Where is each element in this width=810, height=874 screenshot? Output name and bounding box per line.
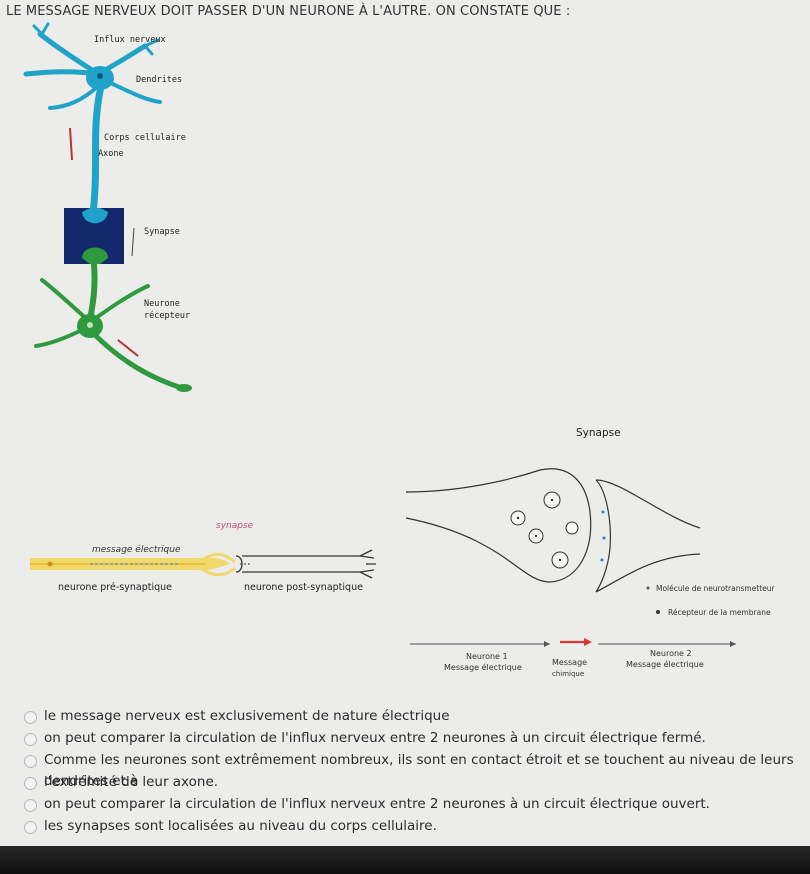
option-1-text: le message nerveux est exclusivement de … [44,708,450,724]
option-3[interactable]: Comme les neurones sont extrêmement nomb… [24,750,794,792]
radio-option-1[interactable] [24,711,37,724]
label-synapse: Synapse [144,227,180,237]
option-5-text: les synapses sont localisées au niveau d… [44,818,437,834]
message-label: Message [552,658,587,667]
legend-receptor: Récepteur de la membrane [668,608,771,617]
label-recepteur: récepteur [144,310,190,321]
legend-molecule: Molécule de neurotransmetteur [656,584,776,593]
label-dendrites: Dendrites [136,75,182,85]
neuron-diagram: Influx nerveux Dendrites Corps cellulair… [23,22,192,392]
option-3-text-cont: l'extrémité de leur axone. [44,774,219,790]
detail-title: Synapse [576,427,621,439]
message-elec-1: Message électrique [444,662,522,672]
bottom-bar [0,846,810,874]
neuron-presynaptic [23,22,162,226]
chimique-label: chimique [552,670,584,678]
radio-option-4[interactable] [24,799,37,812]
synapse-strip-diagram: synapse message électrique neurone pré-s… [30,521,376,593]
presynaptic-terminal [405,468,592,583]
neuron-receptor [34,261,185,391]
question-text: LE MESSAGE NERVEUX DOIT PASSER D'UN NEUR… [6,4,571,19]
option-4[interactable]: on peut comparer la circulation de l'inf… [24,794,794,815]
synapse-detail-diagram: Synapse Molécule de neurotransmetteur Ré… [405,427,776,678]
strip-synapse-label: synapse [216,521,254,531]
option-4-text: on peut comparer la circulation de l'inf… [44,796,710,812]
radio-option-2[interactable] [24,733,37,746]
label-neurone: Neurone [144,299,180,309]
strip-message-label: message électrique [92,544,181,555]
radio-option-5[interactable] [24,821,37,834]
label-influx: Influx nerveux [94,35,166,45]
strip-pre-label: neurone pré-synaptique [58,582,172,593]
option-5[interactable]: les synapses sont localisées au niveau d… [24,816,794,837]
radio-option-3[interactable] [24,755,37,768]
option-2[interactable]: on peut comparer la circulation de l'inf… [24,728,794,749]
message-elec-2: Message électrique [626,659,704,669]
option-1[interactable]: le message nerveux est exclusivement de … [24,706,794,727]
neurone2-label: Neurone 2 [650,649,692,658]
strip-post-label: neurone post-synaptique [244,582,363,593]
postsynaptic-membrane [595,479,611,593]
neurone1-label: Neurone 1 [466,652,508,661]
option-3-continued: l'extrémité de leur axone. [24,772,794,793]
radio-option-3b[interactable] [24,777,37,790]
option-2-text: on peut comparer la circulation de l'inf… [44,730,706,746]
option-3-text: Comme les neurones sont extrêmement nomb… [44,752,794,789]
label-corps: Corps cellulaire [104,133,186,143]
label-axone: Axone [98,149,124,159]
